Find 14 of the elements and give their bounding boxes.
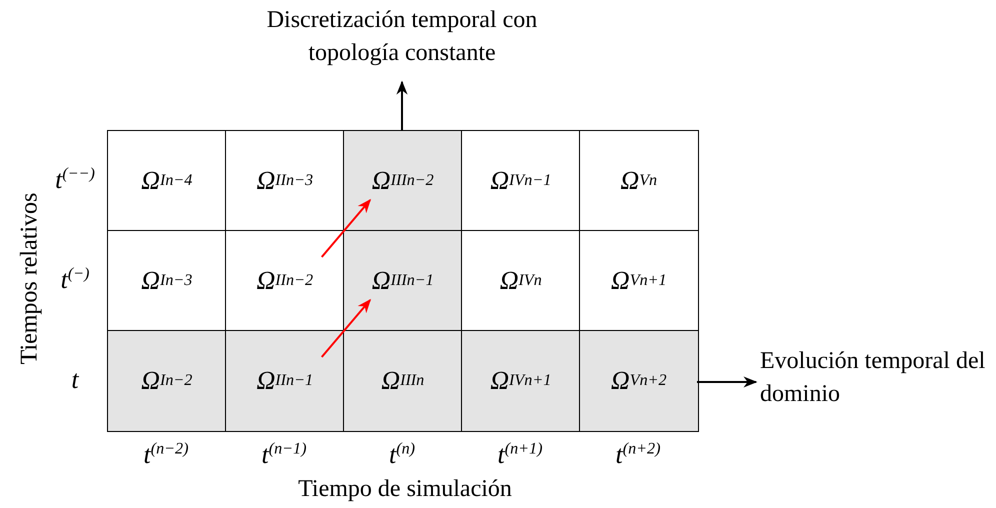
column-label: t$^{(n+2)}$ bbox=[614, 440, 662, 470]
arrow bbox=[396, 80, 408, 130]
column-label: t$^{(n−2)}$ bbox=[142, 440, 190, 470]
column-label: t$^{(n)}$ bbox=[388, 440, 416, 470]
column-label: t$^{(n−1)}$ bbox=[260, 440, 308, 470]
caption-text: Evolución temporal del dominio bbox=[760, 345, 996, 411]
row-label: t$^{(−)}$ bbox=[60, 265, 90, 295]
row-label: t bbox=[70, 365, 80, 395]
axis-title: Tiempos relativos bbox=[16, 192, 44, 366]
arrow bbox=[697, 376, 758, 388]
axis-title: Tiempo de simulación bbox=[297, 476, 513, 503]
row-label: t$^{(−−)}$ bbox=[54, 165, 96, 195]
caption-text: Discretización temporal con topología constante bbox=[250, 4, 554, 70]
column-label: t$^{(n+1)}$ bbox=[496, 440, 544, 470]
